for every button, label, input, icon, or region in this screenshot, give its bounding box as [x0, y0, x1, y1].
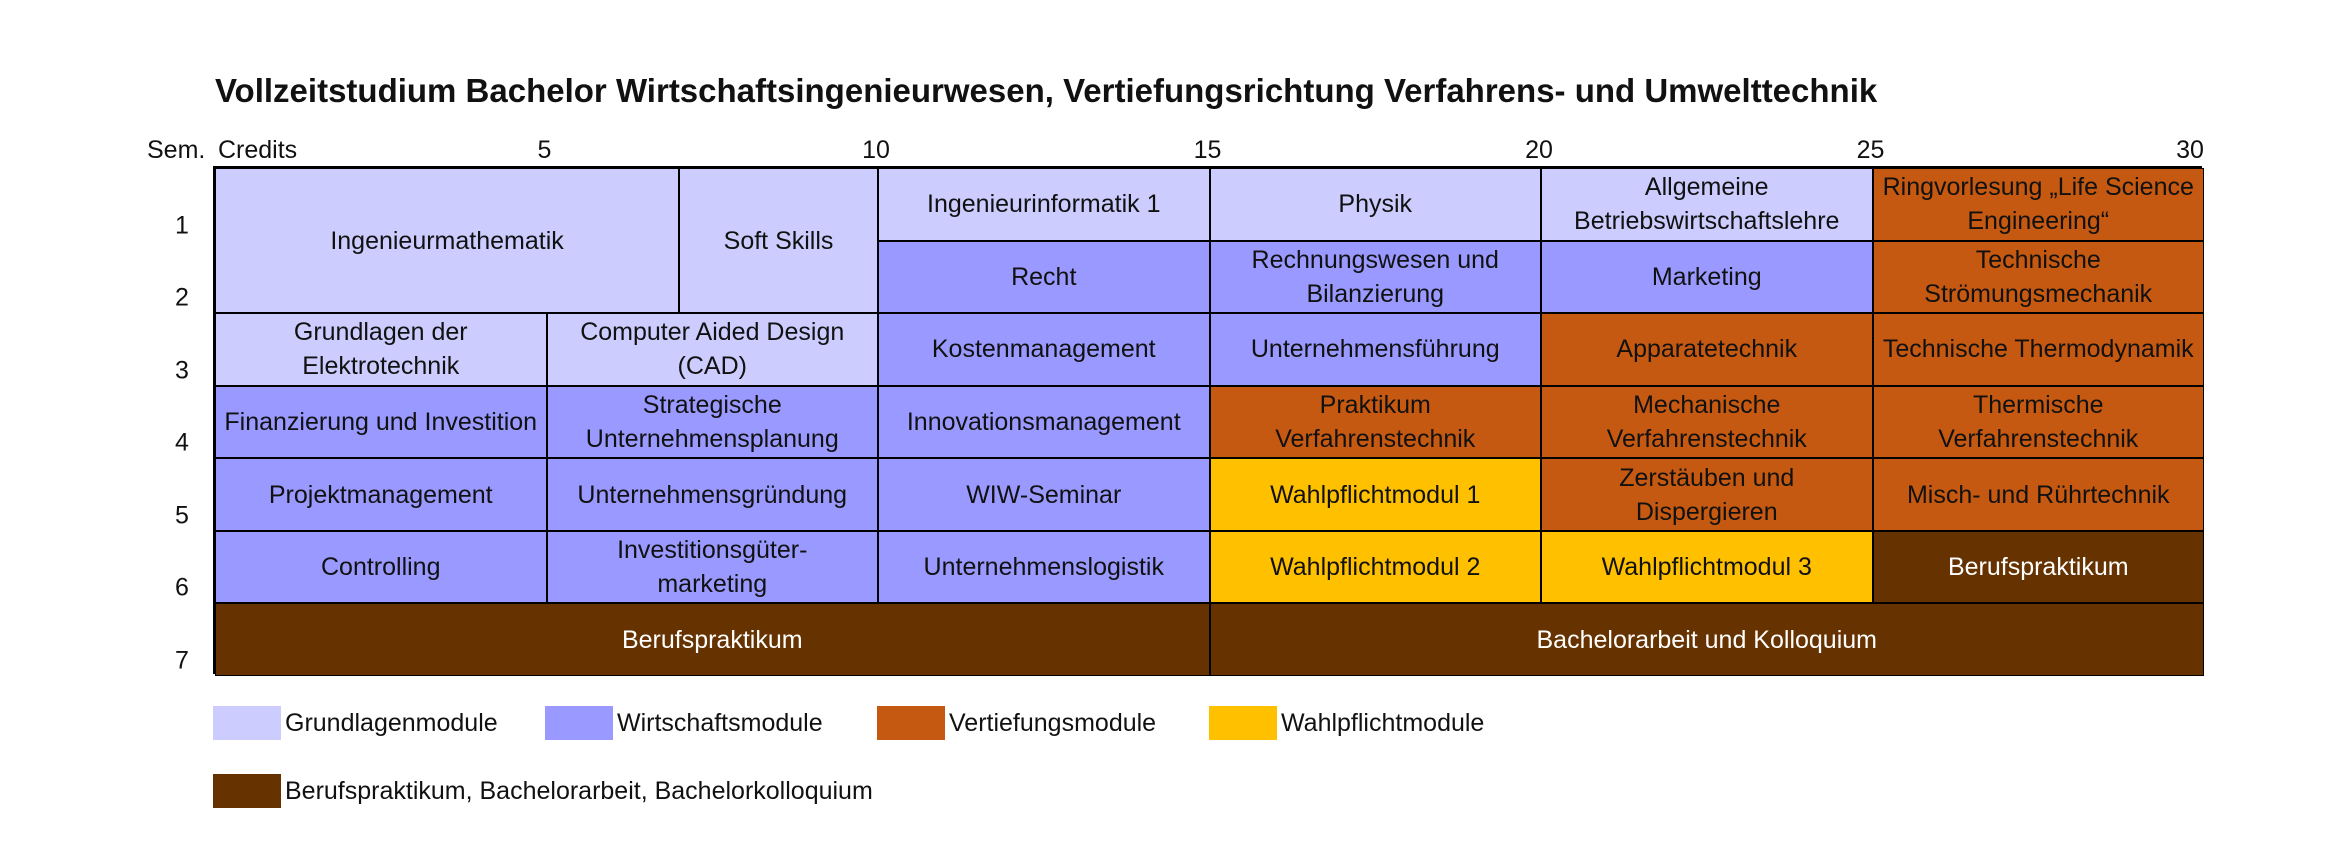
legend-label: Vertiefungsmodule — [949, 708, 1157, 737]
semester-label-6: 6 — [175, 573, 189, 602]
semester-label-5: 5 — [175, 501, 189, 530]
semester-label-3: 3 — [175, 356, 189, 385]
legend-item-vertiefung: Vertiefungsmodule — [877, 706, 1156, 740]
module-cell: Recht — [878, 240, 1210, 314]
semester-label-7: 7 — [175, 646, 189, 675]
module-cell: Soft Skills — [679, 168, 878, 314]
legend-swatch — [1209, 706, 1277, 740]
module-cell: Berufspraktikum — [1872, 530, 2204, 604]
legend-label: Wahlpflichtmodule — [1281, 708, 1485, 737]
legend-item-wahlpflicht: Wahlpflichtmodule — [1209, 706, 1484, 740]
legend-label: Berufspraktikum, Bachelorarbeit, Bachelo… — [285, 776, 873, 805]
module-cell: Technische Strömungsmechanik — [1872, 240, 2204, 314]
legend-item-wirtschaft: Wirtschaftsmodule — [545, 706, 823, 740]
module-cell: Wahlpflichtmodul 1 — [1209, 458, 1541, 531]
module-cell: Physik — [1209, 168, 1541, 241]
module-cell: Finanzierung und Investition — [215, 385, 547, 459]
module-cell: Investitionsgüter- marketing — [546, 530, 878, 604]
module-cell: Apparatetechnik — [1541, 313, 1873, 386]
credit-tick-30: 30 — [2176, 136, 2204, 164]
legend-item-praxis: Berufspraktikum, Bachelorarbeit, Bachelo… — [213, 774, 873, 808]
module-cell: Wahlpflichtmodul 3 — [1541, 530, 1873, 604]
legend-label: Wirtschaftsmodule — [617, 708, 823, 737]
module-cell: Bachelorarbeit und Kolloquium — [1209, 603, 2204, 676]
semester-label-4: 4 — [175, 428, 189, 457]
semester-label-2: 2 — [175, 283, 189, 312]
legend-label: Grundlagenmodule — [285, 708, 498, 737]
module-cell: Ingenieurinformatik 1 — [878, 168, 1210, 241]
module-cell: Technische Thermodynamik — [1872, 313, 2204, 386]
module-cell: Berufspraktikum — [215, 603, 1210, 676]
module-cell: Misch- und Rührtechnik — [1872, 458, 2204, 531]
module-cell: Wahlpflichtmodul 2 — [1209, 530, 1541, 604]
module-cell: Strategische Unternehmensplanung — [546, 385, 878, 459]
module-cell: Unternehmensgründung — [546, 458, 878, 531]
module-cell: Rechnungswesen und Bilanzierung — [1209, 240, 1541, 314]
module-cell: Marketing — [1541, 240, 1873, 314]
semester-label-1: 1 — [175, 211, 189, 239]
credit-tick-20: 20 — [1525, 136, 1553, 164]
semester-axis-label: Sem. — [147, 136, 206, 164]
module-cell: Ringvorlesung „Life Science Engineering“ — [1872, 168, 2204, 241]
legend-item-grundlagen: Grundlagenmodule — [213, 706, 498, 740]
credit-tick-15: 15 — [1193, 136, 1222, 164]
module-cell: Allgemeine Betriebswirtschaftslehre — [1541, 168, 1873, 241]
legend-swatch — [213, 706, 281, 740]
legend-swatch — [545, 706, 613, 740]
module-cell: Unternehmenslogistik — [878, 530, 1210, 604]
credit-tick-5: 5 — [537, 136, 552, 164]
legend-swatch — [877, 706, 945, 740]
module-cell: Praktikum Verfahrenstechnik — [1209, 385, 1541, 459]
module-cell: Thermische Verfahrenstechnik — [1872, 385, 2204, 459]
module-cell: Kostenmanagement — [878, 313, 1210, 386]
legend-swatch — [213, 774, 281, 808]
module-cell: Unternehmensführung — [1209, 313, 1541, 386]
module-cell: Grundlagen der Elektrotechnik — [215, 313, 547, 386]
credit-tick-10: 10 — [862, 136, 890, 164]
module-cell: WIW-Seminar — [878, 458, 1210, 531]
module-cell: Zerstäuben und Dispergieren — [1541, 458, 1873, 531]
module-cell: Ingenieurmathematik — [215, 168, 680, 314]
module-cell: Mechanische Verfahrenstechnik — [1541, 385, 1873, 459]
module-cell: Projektmanagement — [215, 458, 547, 531]
module-cell: Controlling — [215, 530, 547, 604]
credit-tick-25: 25 — [1856, 136, 1885, 164]
module-cell: Innovationsmanagement — [878, 385, 1210, 459]
credits-axis-label: Credits — [218, 136, 298, 164]
module-cell: Computer Aided Design (CAD) — [546, 313, 878, 386]
diagram-title: Vollzeitstudium Bachelor Wirtschaftsinge… — [215, 72, 1878, 109]
